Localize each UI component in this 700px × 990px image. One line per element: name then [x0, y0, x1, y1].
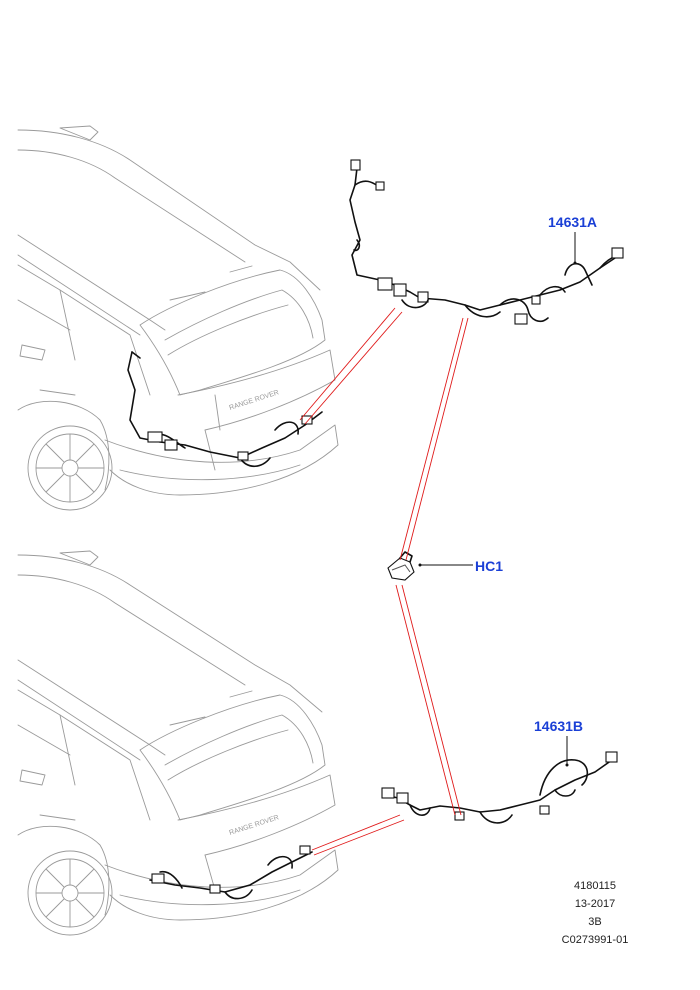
harness-14631b	[381, 751, 618, 824]
callout-hc1[interactable]: HC1	[475, 558, 504, 574]
brand-badge-upper: RANGE ROVER	[228, 389, 279, 412]
link-lines	[299, 307, 469, 856]
reference-revision: 3B	[588, 916, 602, 928]
leader-lines	[418, 232, 577, 767]
harness-installed-upper	[127, 351, 323, 468]
reference-number: 4180115	[573, 880, 616, 892]
harness-installed-lower	[149, 845, 313, 900]
brand-badge-lower: RANGE ROVER	[228, 814, 279, 837]
callout-14631b[interactable]: 14631B	[534, 718, 584, 734]
reference-date: 13-2017	[574, 898, 616, 910]
harness-14631a	[349, 159, 624, 325]
vehicle-upper: RANGE ROVER	[17, 125, 339, 511]
callout-14631a[interactable]: 14631A	[548, 214, 598, 230]
vehicle-lower: RANGE ROVER	[17, 550, 339, 936]
hc1-clip	[387, 551, 415, 581]
reference-code: C0273991-01	[561, 934, 629, 946]
